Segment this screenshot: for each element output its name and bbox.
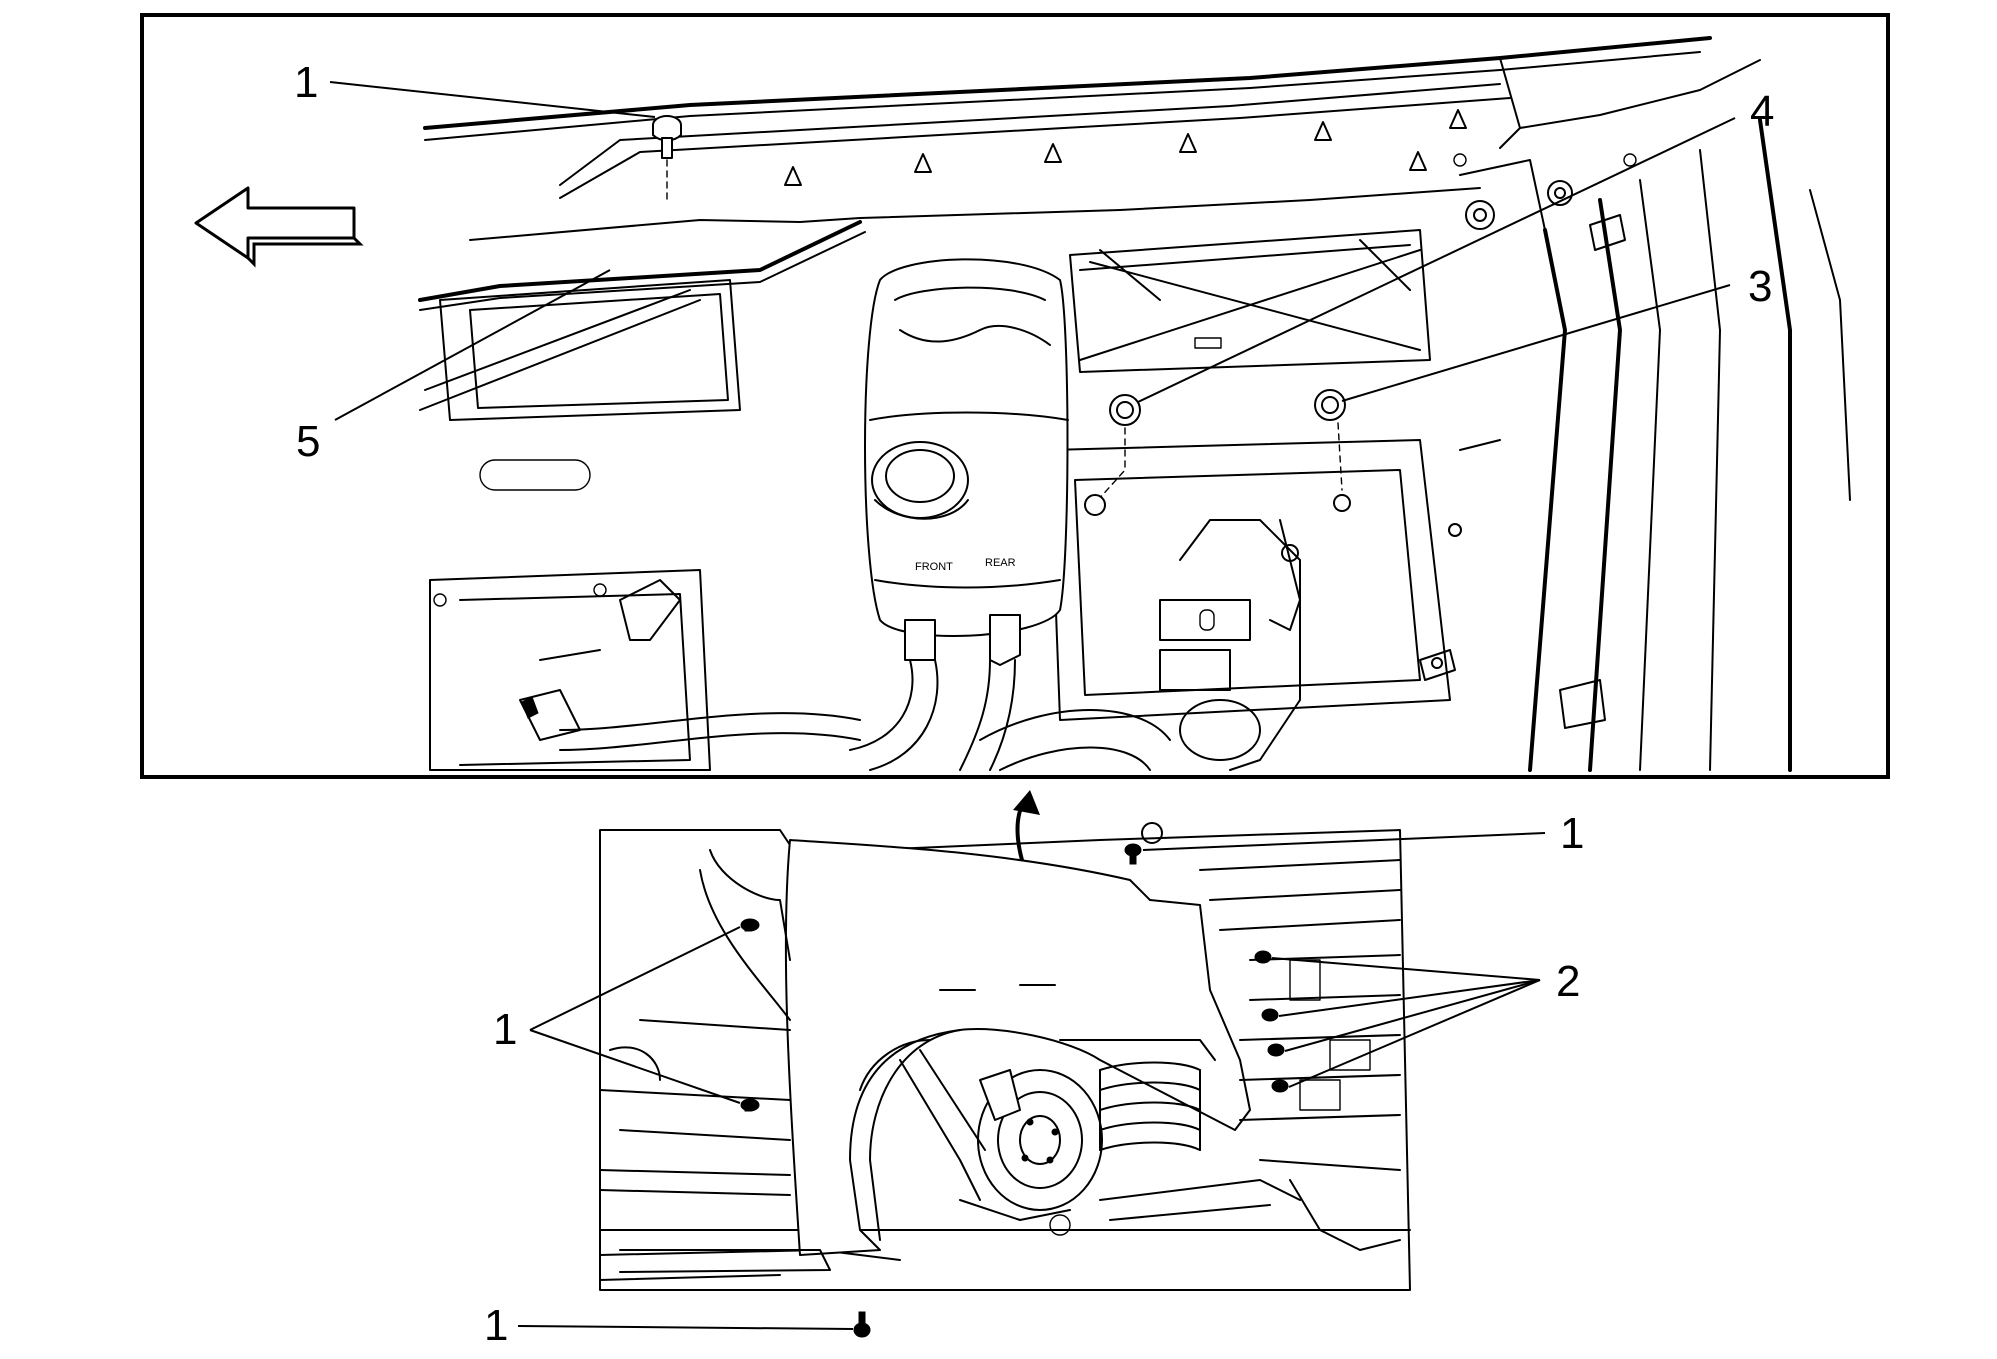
coil-spring xyxy=(1099,1061,1201,1151)
callout-bottom-2: 2 xyxy=(1556,957,1580,1006)
callout-top-4: 4 xyxy=(1750,87,1774,136)
coolant-reservoir: FRONT REAR xyxy=(849,258,1261,771)
leader-top-4 xyxy=(1137,117,1736,403)
arrow-left-icon xyxy=(194,186,364,268)
callout-bottom-1-left: 1 xyxy=(493,1005,517,1054)
leader-bottom-1-left-a xyxy=(529,926,741,1031)
inner-structure xyxy=(419,118,1851,772)
front-marking: FRONT xyxy=(915,561,953,573)
leader-bottom-1-bottom xyxy=(517,1325,854,1330)
curved-arrow-up-icon xyxy=(1013,790,1040,871)
leader-bottom-1-top xyxy=(1142,832,1546,851)
fender-bolt-lower-left-icon xyxy=(740,1098,760,1112)
rear-marking: REAR xyxy=(985,557,1016,569)
callout-bottom-1-bottom: 1 xyxy=(484,1301,508,1350)
fender-bolt-upper-left-icon xyxy=(740,918,760,932)
callout-top-1: 1 xyxy=(294,58,318,107)
leader-bottom-2-d xyxy=(1288,979,1541,1088)
fender-bolt-side-icons xyxy=(1254,950,1289,1093)
leader-bottom-2-c xyxy=(1284,979,1541,1052)
overview-view: 1 1 1 2 xyxy=(484,790,1584,1350)
fender xyxy=(784,839,1251,1256)
callout-bottom-1-top: 1 xyxy=(1560,809,1584,858)
upper-fender-bolt-icon xyxy=(652,115,682,201)
fender-bolt-top-icon xyxy=(1124,822,1163,865)
leader-bottom-1-left-b xyxy=(529,1029,741,1104)
callout-top-3: 3 xyxy=(1748,262,1772,311)
leader-top-5 xyxy=(334,269,611,421)
detail-view: FRONT REAR xyxy=(140,13,1890,779)
fender-bolt-bottom-icon xyxy=(853,1311,871,1338)
leader-bottom-2-a xyxy=(1271,957,1541,981)
callout-top-5: 5 xyxy=(296,417,320,466)
nut-4-icon xyxy=(1084,394,1141,516)
leader-top-3 xyxy=(1341,284,1731,402)
lower-left-components xyxy=(429,459,861,771)
fender-rail xyxy=(418,36,1761,311)
nut-3-icon xyxy=(1314,389,1351,512)
brake-rotor xyxy=(977,1069,1103,1211)
leader-bottom-2-b xyxy=(1278,979,1541,1017)
leader-top-1 xyxy=(329,81,656,118)
